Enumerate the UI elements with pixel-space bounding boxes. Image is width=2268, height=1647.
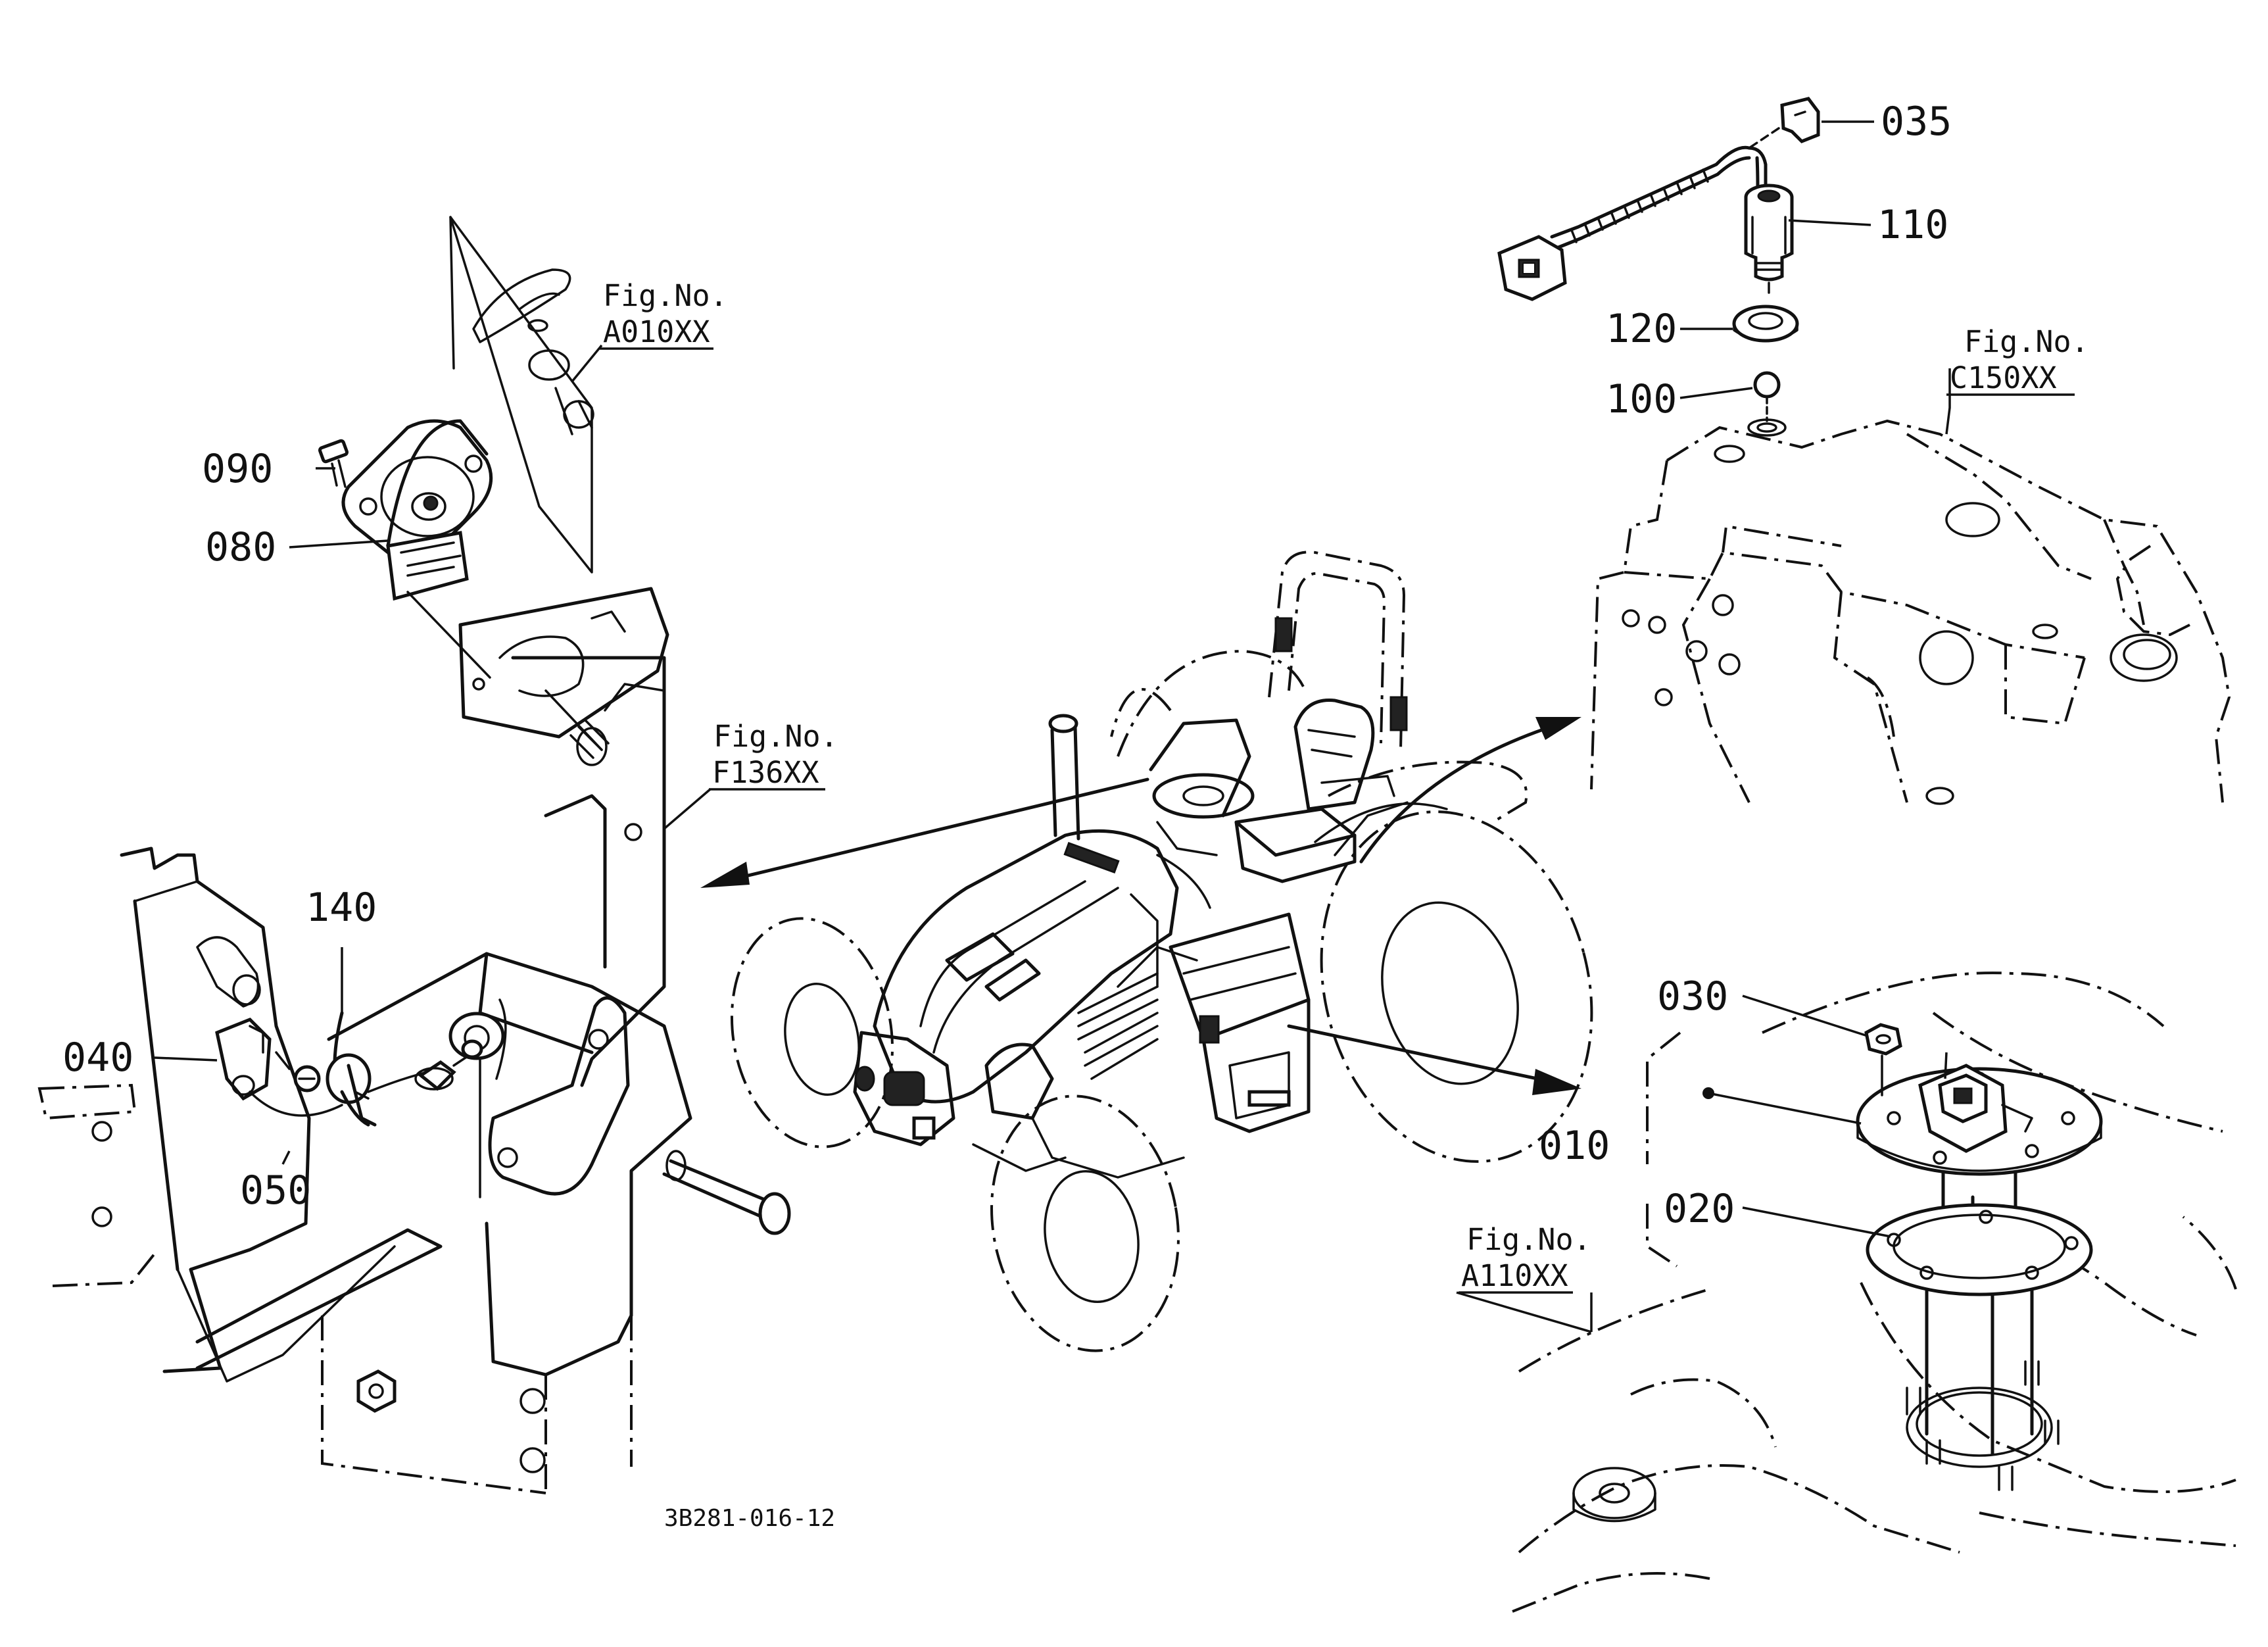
throttle-sensor-drawing: [341, 419, 493, 601]
drawing-code: 3B281-016-12: [664, 1505, 835, 1532]
part-label-050: 050: [240, 1168, 311, 1214]
limit-switch-drawing: [215, 1018, 272, 1101]
part-label-040: 040: [62, 1035, 133, 1081]
washer-drawing: [1732, 305, 1799, 343]
part-label-100: 100: [1606, 376, 1677, 422]
fig-ref-label: Fig.No.: [713, 719, 838, 754]
fig-ref-label: Fig.No.: [1466, 1222, 1591, 1257]
cable-tie-drawing: [326, 1011, 377, 1127]
top-right-assembly: [1497, 97, 2231, 805]
figure-references: Fig.No. A010XX Fig.No. F136XX Fig.No. C1…: [603, 278, 2089, 1293]
harness-ribs: [1570, 168, 1709, 243]
part-label-035: 035: [1881, 99, 1952, 145]
part-label-090: 090: [202, 446, 273, 492]
fig-ref-code: F136XX: [712, 755, 819, 790]
fig-ref-code: A010XX: [603, 314, 710, 349]
nut-drawing: [1864, 1023, 1902, 1056]
pressure-switch-drawing: [1744, 184, 1794, 294]
part-labels: 035 110 120 100 090 080 140 040 050 030 …: [62, 99, 1952, 1232]
screw-050-drawing: [275, 1051, 321, 1093]
leader-lines: [154, 120, 1951, 1333]
callout-arrows: [700, 717, 1581, 1095]
part-label-020: 020: [1664, 1186, 1735, 1232]
part-label-120: 120: [1606, 306, 1677, 352]
screw-drawing: [318, 439, 349, 488]
fig-ref-code: A110XX: [1461, 1258, 1568, 1293]
part-label-110: 110: [1877, 202, 1948, 248]
part-label-010: 010: [1539, 1123, 1610, 1169]
figure-ref-underlines: [600, 347, 2075, 1294]
bottom-right-assembly: [1512, 971, 2237, 1613]
fig-ref-label: Fig.No.: [1964, 324, 2089, 359]
left-assembly: [37, 216, 791, 1494]
studs-drawing: [1906, 1360, 2060, 1491]
fig-ref-code: C150XX: [1950, 360, 2057, 395]
ball-drawing: [1753, 371, 1781, 399]
part-label-080: 080: [205, 524, 276, 570]
part-label-140: 140: [306, 885, 377, 931]
tractor-drawing: [730, 551, 1593, 1352]
part-label-030: 030: [1657, 973, 1728, 1020]
fig-ref-label: Fig.No.: [603, 278, 728, 313]
